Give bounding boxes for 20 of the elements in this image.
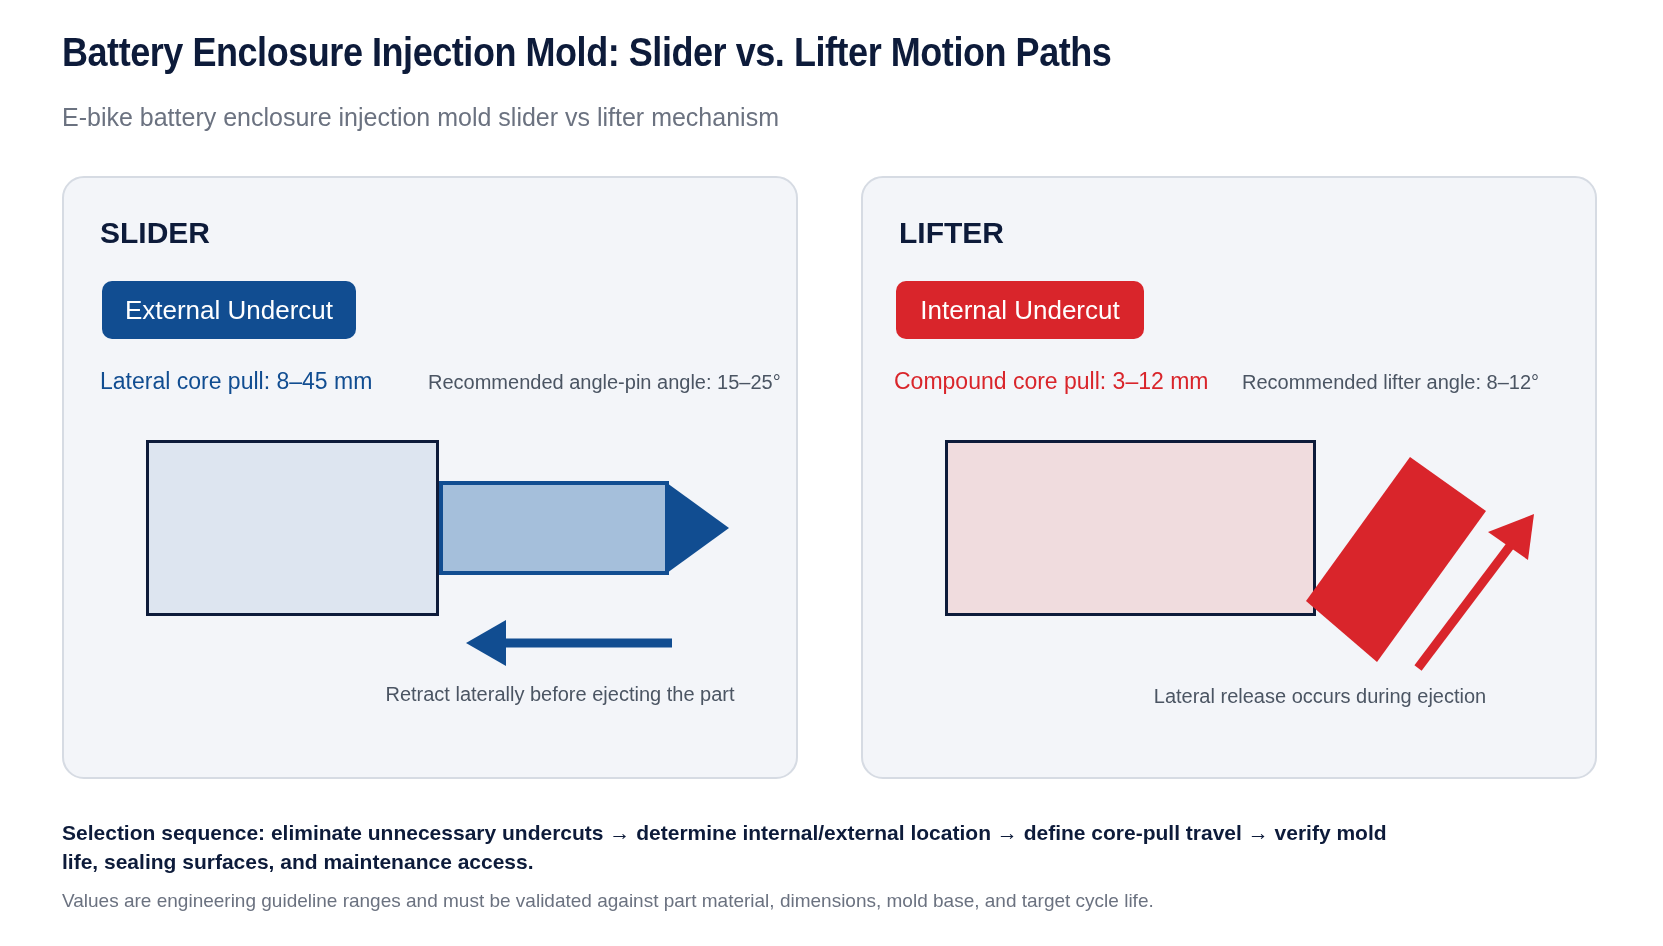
annotation-text: Recommended angle-pin angle: 15–25° (428, 370, 781, 395)
annotation-text: Lateral core pull: 8–45 mm (100, 367, 373, 396)
panel-heading: SLIDER (100, 216, 210, 250)
lifter-block (1306, 457, 1486, 662)
panel-card (861, 176, 1597, 779)
subtitle: E-bike battery enclosure injection mold slider vs lifter mechanism (62, 102, 779, 133)
panel-heading: LIFTER (899, 216, 1004, 250)
annotation-text: Recommended lifter angle: 8–12° (1242, 370, 1540, 395)
note-text: Selection sequence: eliminate unnecessary undercuts → determine internal/external location → define core-pull travel → verify mold life, sealing surfaces, and maintenance access. (62, 820, 1388, 876)
undercut-badge: Internal Undercut (896, 281, 1144, 339)
panel-card (62, 176, 798, 779)
annotation-text: Lateral release occurs during ejection (1152, 684, 1488, 709)
title: Battery Enclosure Injection Mold: Slider vs. Lifter Motion Paths (62, 30, 1112, 75)
note-text: Values are engineering guideline ranges and must be validated against part material, dimensions, mold base, and target cycle life. (62, 889, 1154, 913)
annotation-text: Retract laterally before ejecting the part (384, 682, 736, 707)
molded-part (945, 440, 1316, 616)
undercut-badge: External Undercut (102, 281, 356, 339)
slider-block (439, 481, 729, 575)
annotation-text: Compound core pull: 3–12 mm (894, 367, 1209, 396)
molded-part (146, 440, 439, 616)
